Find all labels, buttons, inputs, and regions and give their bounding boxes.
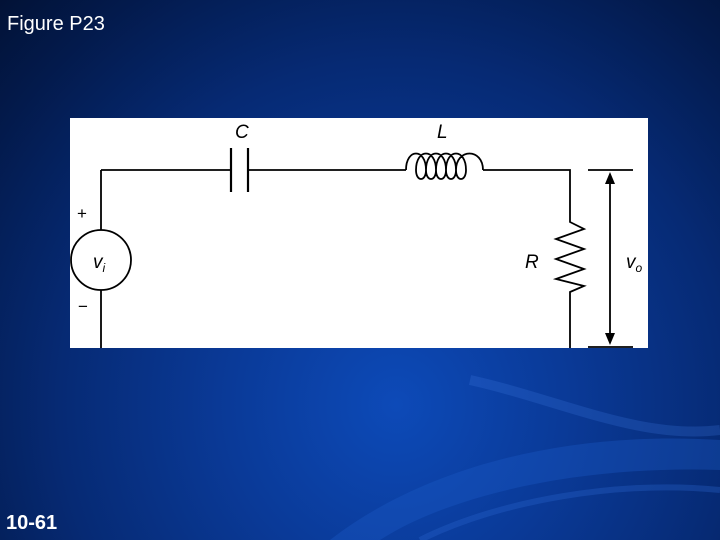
source-symbol: v	[93, 252, 104, 273]
source-circle	[70, 229, 132, 291]
slide-title: Figure P23	[7, 13, 105, 35]
inductor-coil	[405, 152, 484, 180]
wire-top-right	[483, 169, 571, 216]
plus-sign: +	[77, 204, 87, 223]
output-label: vo	[626, 252, 643, 275]
source-subscript: i	[103, 261, 106, 275]
inductor-label: L	[437, 122, 448, 143]
resistor-label: R	[525, 252, 539, 273]
output-arrowhead-up	[605, 172, 615, 184]
minus-sign: −	[78, 297, 88, 316]
capacitor-label: C	[235, 122, 249, 143]
output-subscript: o	[636, 261, 643, 275]
slide-number: 10-61	[6, 512, 58, 534]
circuit-diagram: C L R vi vo + −	[70, 118, 648, 348]
resistor-zigzag	[552, 216, 587, 348]
output-arrowhead-down	[605, 333, 615, 345]
output-symbol: v	[626, 252, 637, 273]
source-label: vi	[93, 252, 106, 275]
